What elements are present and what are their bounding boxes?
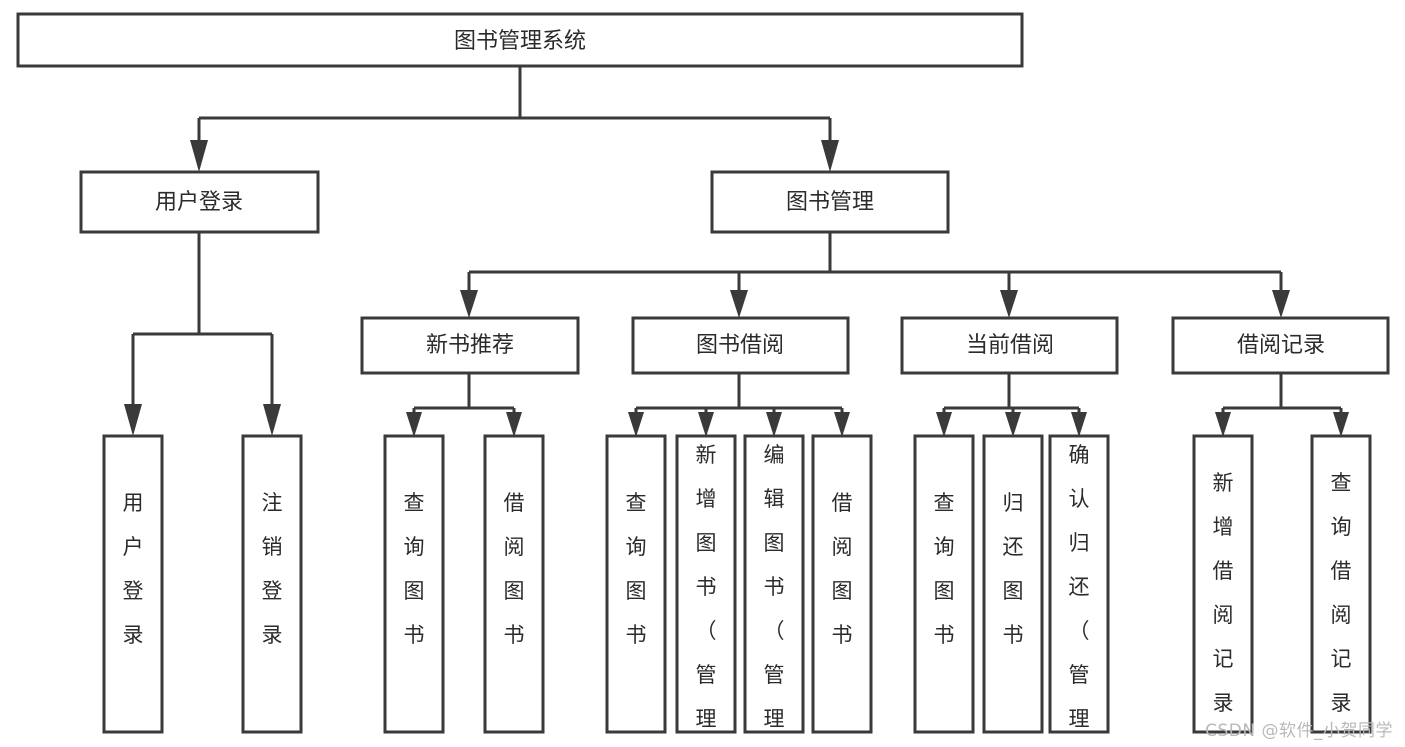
- leaf-query-book-1-label: 查询图书: [404, 491, 425, 647]
- node-current-borrow[interactable]: 当前借阅: [900, 316, 1119, 375]
- leaf-query-book-2-label: 查询图书: [626, 491, 647, 647]
- leaf-borrow-book-1[interactable]: 借阅图书: [483, 434, 545, 734]
- node-borrow-record-box[interactable]: [1171, 316, 1390, 375]
- leaf-query-book-3[interactable]: 查询图书: [913, 434, 975, 734]
- node-book-borrow[interactable]: 图书借阅: [631, 316, 850, 375]
- node-book-manage-label: 图书管理: [786, 190, 874, 215]
- node-book-manage-box[interactable]: [710, 170, 950, 234]
- leaf-query-record-box[interactable]: [1310, 434, 1372, 734]
- leaf-return-book-label: 归还图书: [1003, 491, 1024, 647]
- leaf-confirm-return[interactable]: 确认归还（管理员）: [1048, 434, 1110, 747]
- node-current-borrow-label: 当前借阅: [966, 333, 1054, 358]
- node-root[interactable]: 图书管理系统: [16, 12, 1024, 68]
- leaf-borrow-book-2-box[interactable]: [811, 434, 873, 734]
- node-book-borrow-box[interactable]: [631, 316, 850, 375]
- node-new-book-recommend-box[interactable]: [360, 316, 580, 375]
- leaf-borrow-book-2-label: 借阅图书: [832, 491, 853, 647]
- leaf-add-book-label: 新增图书（管理员）: [696, 443, 717, 747]
- arrow-head-leaf-return-book: [1005, 412, 1021, 437]
- leaf-query-record-label: 查询借阅记录: [1331, 471, 1352, 715]
- leaf-user-login[interactable]: 用户登录: [102, 434, 164, 734]
- node-book-manage[interactable]: 图书管理: [710, 170, 950, 234]
- leaf-query-book-2[interactable]: 查询图书: [605, 434, 667, 734]
- arrow-head-borrow-record: [1272, 290, 1290, 318]
- arrow-head-book-borrow: [730, 290, 748, 318]
- leaf-confirm-return-label: 确认归还（管理员）: [1069, 443, 1090, 747]
- leaf-edit-book-box[interactable]: [743, 434, 805, 734]
- leaf-add-book-box[interactable]: [675, 434, 737, 734]
- node-borrow-record-label: 借阅记录: [1237, 333, 1325, 358]
- leaf-logout-box[interactable]: [241, 434, 303, 734]
- leaf-user-login-label: 用户登录: [123, 491, 144, 647]
- arrow-head-book-manage: [821, 140, 839, 172]
- arrow-head-user-login: [190, 140, 208, 172]
- leaf-logout-label: 注销登录: [262, 491, 283, 647]
- arrow-head-leaf-query-book-2: [628, 412, 644, 437]
- connector-layer: [124, 66, 1349, 437]
- leaf-add-book[interactable]: 新增图书（管理员）: [675, 434, 737, 747]
- arrow-head-leaf-query-book-3: [936, 412, 952, 437]
- node-user-login[interactable]: 用户登录: [79, 170, 320, 234]
- leaf-query-book-3-label: 查询图书: [934, 491, 955, 647]
- leaf-return-book-box[interactable]: [982, 434, 1044, 734]
- arrow-head-leaf-borrow-book-2: [834, 412, 850, 437]
- node-user-login-label: 用户登录: [155, 190, 243, 215]
- node-current-borrow-box[interactable]: [900, 316, 1119, 375]
- arrow-head-leaf-edit-book: [766, 412, 782, 437]
- leaf-borrow-book-2[interactable]: 借阅图书: [811, 434, 873, 734]
- arrow-head-leaf-add-book: [698, 412, 714, 437]
- arrow-head-leaf-confirm-return: [1071, 412, 1087, 437]
- leaf-edit-book-label: 编辑图书（管理员）: [764, 443, 785, 747]
- node-new-book-recommend[interactable]: 新书推荐: [360, 316, 580, 375]
- node-book-borrow-label: 图书借阅: [696, 333, 784, 358]
- leaf-query-book-3-box[interactable]: [913, 434, 975, 734]
- leaf-return-book[interactable]: 归还图书: [982, 434, 1044, 734]
- leaf-query-book-1[interactable]: 查询图书: [383, 434, 445, 734]
- node-borrow-record[interactable]: 借阅记录: [1171, 316, 1390, 375]
- node-root-label: 图书管理系统: [454, 29, 586, 54]
- node-root-box[interactable]: [16, 12, 1024, 68]
- arrow-head-leaf-query-book-1: [406, 412, 422, 437]
- leaf-add-record[interactable]: 新增借阅记录: [1192, 434, 1254, 734]
- arrow-head-leaf-borrow-book-1: [506, 412, 522, 437]
- leaf-logout[interactable]: 注销登录: [241, 434, 303, 734]
- node-user-login-box[interactable]: [79, 170, 320, 234]
- arrow-head-leaf-query-record: [1333, 412, 1349, 437]
- leaf-query-book-2-box[interactable]: [605, 434, 667, 734]
- leaf-add-record-box[interactable]: [1192, 434, 1254, 734]
- leaf-add-record-label: 新增借阅记录: [1213, 471, 1234, 715]
- leaf-query-record[interactable]: 查询借阅记录: [1310, 434, 1372, 734]
- leaf-user-login-box[interactable]: [102, 434, 164, 734]
- leaf-borrow-book-1-label: 借阅图书: [504, 491, 525, 647]
- watermark: CSDN @软件_小贺同学: [1205, 721, 1393, 741]
- arrow-head-leaf-user-login: [124, 404, 142, 436]
- arrow-head-new-book-recommend: [460, 290, 478, 318]
- arrow-head-leaf-add-record: [1215, 412, 1231, 437]
- leaf-borrow-book-1-box[interactable]: [483, 434, 545, 734]
- arrow-head-current-borrow: [1000, 290, 1018, 318]
- leaf-confirm-return-box[interactable]: [1048, 434, 1110, 734]
- leaf-query-book-1-box[interactable]: [383, 434, 445, 734]
- leaf-edit-book[interactable]: 编辑图书（管理员）: [743, 434, 805, 747]
- node-new-book-recommend-label: 新书推荐: [426, 333, 514, 358]
- arrow-head-leaf-logout: [263, 404, 281, 436]
